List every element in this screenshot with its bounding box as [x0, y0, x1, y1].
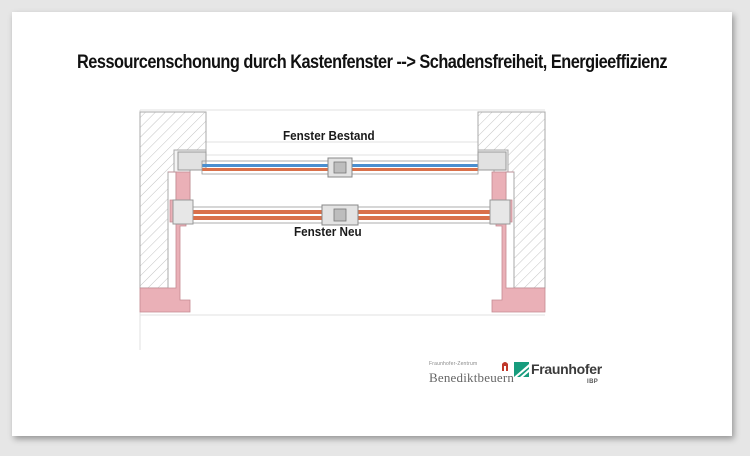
- right-existing-frame: [477, 151, 507, 171]
- existing-window-glazing: [201, 157, 479, 178]
- fraunhofer-logo-unit: IBP: [587, 379, 599, 385]
- benediktbeuern-mark-icon: [502, 362, 508, 371]
- right-new-frame-block: [489, 199, 511, 225]
- fraunhofer-logo: Fraunhofer IBP: [514, 360, 614, 396]
- benediktbeuern-logo: Fraunhofer-Zentrum Benediktbeuern: [429, 361, 541, 397]
- fraunhofer-mark-icon: [514, 362, 529, 377]
- label-existing-window: Fenster Bestand: [283, 128, 375, 143]
- benediktbeuern-logo-name: Benediktbeuern: [429, 370, 515, 385]
- slide-title: Ressourcenschonung durch Kastenfenster -…: [77, 52, 667, 73]
- benediktbeuern-logo-caption: Fraunhofer-Zentrum: [429, 361, 478, 367]
- fraunhofer-logo-name: Fraunhofer: [531, 361, 602, 377]
- left-new-frame-block: [172, 199, 194, 225]
- slide: Ressourcenschonung durch Kastenfenster -…: [12, 12, 732, 436]
- new-window-glazing: [192, 204, 491, 226]
- label-new-window: Fenster Neu: [294, 224, 362, 239]
